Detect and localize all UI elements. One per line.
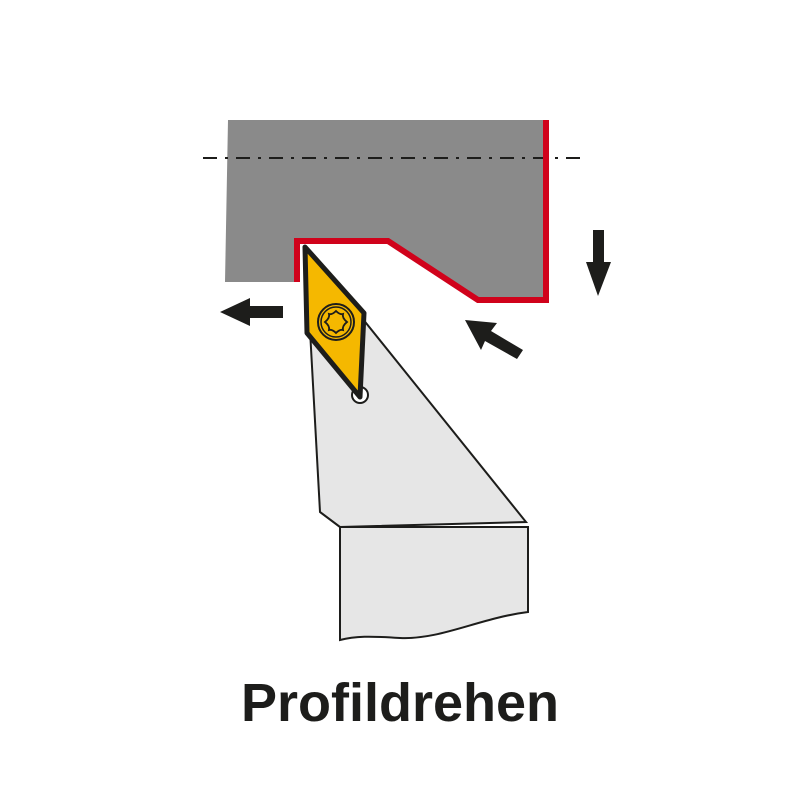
feed-diagonal-arrow-icon xyxy=(465,320,523,359)
diagram-title: Profildrehen xyxy=(240,673,560,733)
workpiece xyxy=(225,120,546,302)
machined-contour xyxy=(294,120,549,303)
torx-screw-icon xyxy=(317,303,355,341)
tool-shank xyxy=(339,526,529,642)
cutting-insert xyxy=(302,244,367,400)
feed-left-arrow-icon xyxy=(220,298,283,326)
feed-down-arrow-icon xyxy=(586,230,611,296)
